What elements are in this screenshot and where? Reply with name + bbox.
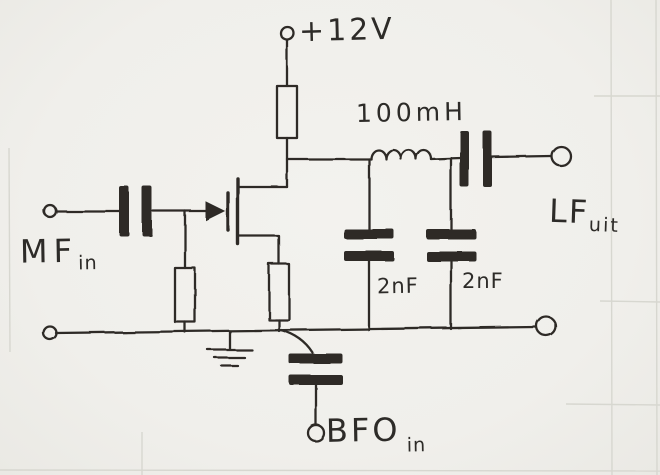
gate-arrow-icon [206,202,224,220]
capacitor-plate [426,229,476,239]
capacitor-plate [142,186,152,236]
ground-rail [56,327,536,333]
mf-input-label: MFin [19,231,98,275]
output-coupling-capacitor [460,131,492,187]
lf-output-label-sub: uit [588,212,621,237]
input-terminal [44,205,56,217]
capacitor-plate [289,375,343,385]
capacitor-plate [119,186,129,236]
bfo-input-label-main: BFO [325,410,401,450]
supply-terminal [281,27,294,40]
bfo-input-label-sub: in [406,432,427,457]
if-capacitor-2 [426,158,476,329]
capacitor-plate [344,251,394,261]
input-coupling-capacitor [119,186,152,236]
source-lead [238,236,279,264]
capacitor-plate [426,251,476,261]
inductor-value-label: 100mH [355,97,468,128]
capacitor-plate [483,131,492,187]
source-resistor [269,264,289,320]
drain-resistor [277,86,297,138]
lf-output-label-main: LF [548,191,590,232]
ground-rail-terminal-right [537,317,556,336]
ground-symbol [208,331,252,366]
mf-input-label-main: MF [19,231,79,271]
inductor-output-wire [431,158,461,159]
bfo-branch [281,330,343,441]
jfet-transistor [153,179,287,264]
bfo-terminal [308,425,324,441]
gate-resistor [175,268,195,322]
output-terminal [552,147,571,166]
lf-output-label: LFuit [548,191,621,237]
inductor-coil [371,150,431,159]
bfo-hook-wire [281,330,313,353]
capacitor-plate [344,229,394,239]
output-wire [492,156,551,157]
capacitor1-value-label: 2nF [376,273,419,299]
capacitor-plate [289,354,343,364]
mf-input-label-sub: in [77,250,98,275]
capacitor2-value-label: 2nF [462,269,504,293]
if-capacitor-1 [344,159,394,330]
ground-rail-terminal-left [44,327,57,340]
capacitor-plate [460,131,469,187]
supply-voltage-label: +12V [298,11,396,50]
